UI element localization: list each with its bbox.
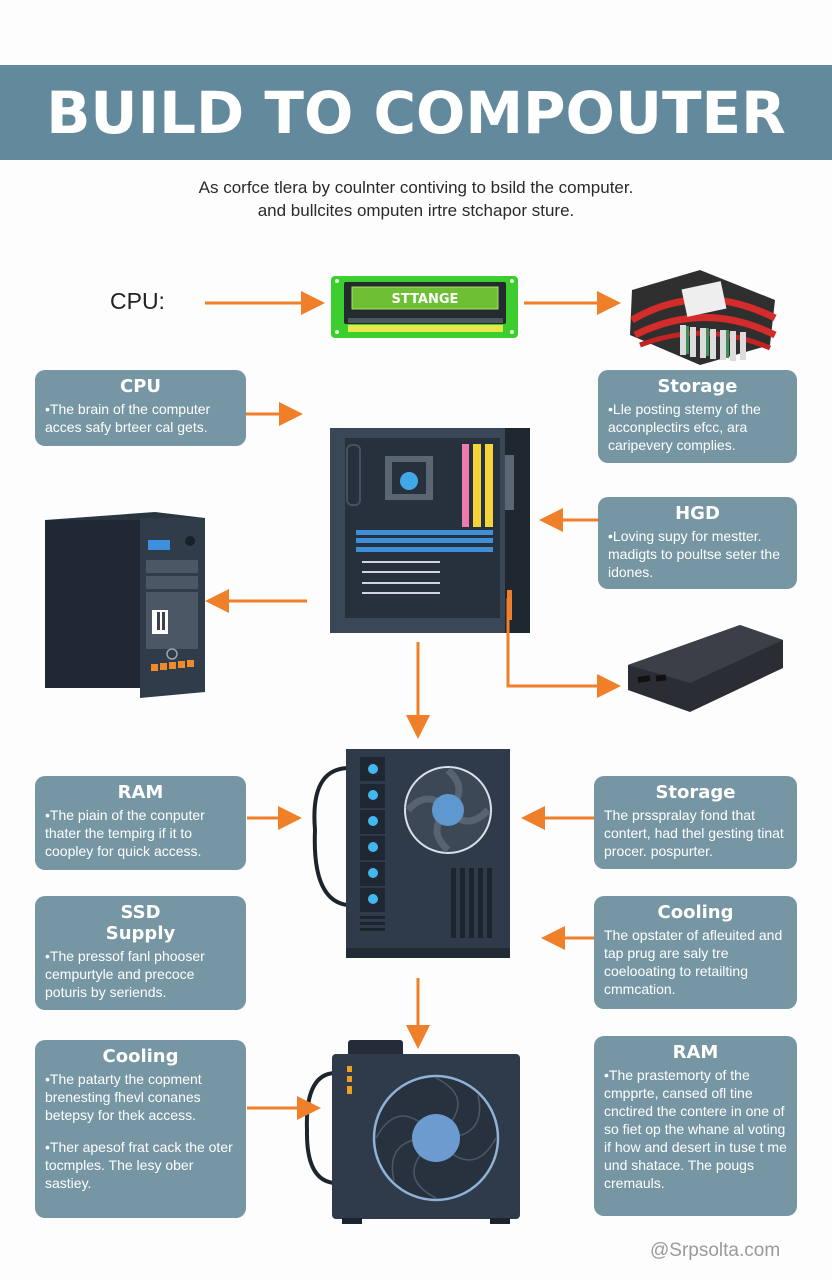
card-cpu: CPU The brain of the computer acces safy… bbox=[35, 370, 246, 446]
card-cooling-right-text: The opstater of afleuited and tap prug a… bbox=[604, 927, 783, 997]
card-storage-right-title: Storage bbox=[655, 782, 736, 803]
card-storage-right: Storage The prsspralay fond that contert… bbox=[594, 776, 797, 869]
arrows bbox=[205, 291, 621, 1120]
drive-bay-leds bbox=[360, 757, 385, 912]
card-hgd-text: Loving supy for mestter. madigts to poul… bbox=[608, 527, 787, 581]
subtitle-line-1: As corfce tlera by coulnter contiving to… bbox=[198, 178, 634, 197]
card-cpu-title: CPU bbox=[119, 376, 162, 397]
card-cooling-right: Cooling The opstater of afleuited and ta… bbox=[594, 896, 797, 1009]
card-ram-left-text: The piain of the conputer thater the tem… bbox=[45, 806, 236, 860]
card-ssd-supply-title-2: Supply bbox=[105, 923, 176, 944]
card-cpu-text: The brain of the computer acces safy brt… bbox=[45, 400, 236, 436]
card-cooling-left: Cooling The patarty the copment brenesti… bbox=[35, 1040, 246, 1218]
card-ram-left-title: RAM bbox=[117, 782, 164, 803]
card-hgd: HGD Loving supy for mestter. madigts to … bbox=[598, 497, 797, 589]
cpu-row-label: CPU: bbox=[110, 288, 165, 314]
cooling-unit-icon bbox=[304, 1040, 520, 1224]
card-hgd-title: HGD bbox=[675, 503, 720, 524]
card-cooling-right-title: Cooling bbox=[657, 902, 734, 923]
card-ram-right: RAM The prastemorty of the cmpprte, cans… bbox=[594, 1036, 797, 1216]
subtitle: As corfce tlera by coulnter contiving to… bbox=[0, 176, 832, 222]
card-cooling-left-text-2: Ther apesof frat cack the oter tocmples.… bbox=[45, 1138, 236, 1192]
external-ssd-icon bbox=[628, 625, 783, 712]
watermark: @Srpsolta.com bbox=[650, 1240, 781, 1261]
title-banner: BUILD TO COMPOUTER bbox=[0, 65, 832, 160]
power-supply-icon bbox=[312, 749, 510, 958]
arrow-to-external-ssd bbox=[506, 598, 621, 698]
desktop-tower-icon bbox=[45, 512, 205, 698]
card-ram-left: RAM The piain of the conputer thater the… bbox=[35, 776, 246, 870]
card-ssd-supply: SSD Supply The pressof fanl phooser cemp… bbox=[35, 896, 246, 1010]
card-ssd-supply-title-1: SSD bbox=[120, 902, 161, 923]
subtitle-line-2: and bullcites omputen irtre stchapor stu… bbox=[257, 201, 575, 220]
motherboard-icon bbox=[330, 428, 530, 633]
card-storage-right-text: The prsspralay fond that contert, had th… bbox=[604, 807, 784, 859]
storage-drive-cluster-icon bbox=[630, 270, 777, 365]
card-ram-right-text: The prastemorty of the cmpprte, cansed o… bbox=[604, 1066, 787, 1192]
card-cooling-left-text-1: The patarty the copment brenesting fhevl… bbox=[45, 1070, 236, 1124]
card-cooling-left-title: Cooling bbox=[102, 1046, 179, 1067]
ram-module-icon: STTANGE bbox=[331, 276, 518, 338]
ram-module-label: STTANGE bbox=[392, 292, 459, 307]
card-storage-top-text: Lle posting stemy of the acconplectirs e… bbox=[608, 400, 787, 454]
card-ram-right-title: RAM bbox=[672, 1042, 719, 1063]
card-storage-top: Storage Lle posting stemy of the acconpl… bbox=[598, 370, 797, 463]
card-ssd-supply-text: The pressof fanl phooser cempurtyle and … bbox=[45, 947, 236, 1001]
page-title: BUILD TO COMPOUTER bbox=[46, 78, 786, 147]
card-storage-top-title: Storage bbox=[657, 376, 738, 397]
